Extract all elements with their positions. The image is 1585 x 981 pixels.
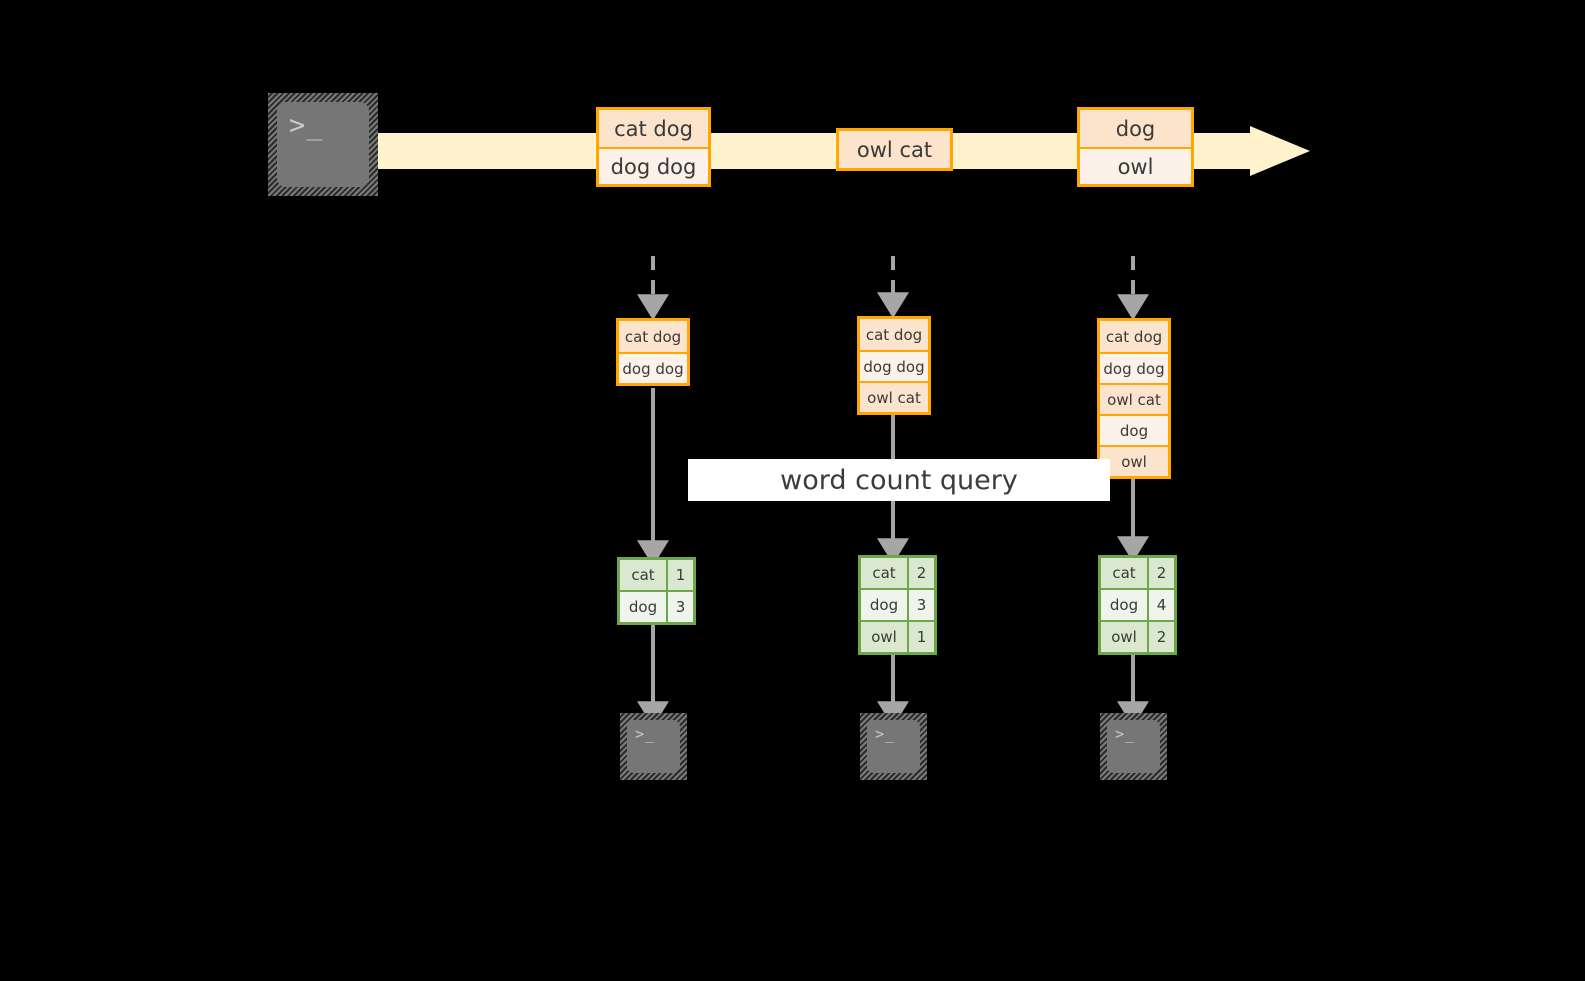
record-row: owl cat xyxy=(860,381,928,412)
stage-3-input-box: cat dog dog dog owl cat dog owl xyxy=(1097,318,1171,479)
record-row: owl cat xyxy=(839,131,950,168)
count-cell: 2 xyxy=(1147,622,1174,652)
record-row: cat dog xyxy=(599,110,708,147)
record-row: dog dog xyxy=(599,147,708,184)
count-cell: 3 xyxy=(666,592,693,622)
record-row: dog xyxy=(1100,414,1168,445)
terminal-body: >_ xyxy=(1107,720,1160,773)
stream-batch-2: owl cat xyxy=(836,128,953,171)
table-row: dog 3 xyxy=(861,588,934,620)
record-row: dog dog xyxy=(619,352,687,383)
word-cell: cat xyxy=(861,558,907,588)
stage-1-output-terminal-icon: >_ xyxy=(620,713,687,780)
record-row: dog dog xyxy=(1100,352,1168,383)
record-row: dog xyxy=(1080,110,1191,147)
count-cell: 3 xyxy=(907,590,934,620)
word-cell: cat xyxy=(1101,558,1147,588)
count-cell: 4 xyxy=(1147,590,1174,620)
word-cell: dog xyxy=(1101,590,1147,620)
query-label-text: word count query xyxy=(780,464,1018,496)
terminal-prompt-glyph: >_ xyxy=(1115,725,1136,743)
source-terminal-icon: >_ xyxy=(268,93,378,196)
record-row: owl xyxy=(1100,445,1168,476)
count-cell: 2 xyxy=(907,558,934,588)
table-row: cat 2 xyxy=(1101,558,1174,588)
stage-2-result-table: cat 2 dog 3 owl 1 xyxy=(858,555,937,655)
record-row: dog dog xyxy=(860,350,928,381)
count-cell: 1 xyxy=(666,560,693,590)
stage-1-result-table: cat 1 dog 3 xyxy=(617,557,696,625)
terminal-body: >_ xyxy=(627,720,680,773)
table-row: cat 2 xyxy=(861,558,934,588)
count-cell: 1 xyxy=(907,622,934,652)
stage-2-input-box: cat dog dog dog owl cat xyxy=(857,316,931,415)
word-cell: owl xyxy=(861,622,907,652)
record-row: owl cat xyxy=(1100,383,1168,414)
terminal-body: >_ xyxy=(277,102,369,187)
terminal-prompt-glyph: >_ xyxy=(875,725,896,743)
stage-1-input-box: cat dog dog dog xyxy=(616,318,690,386)
terminal-prompt-glyph: >_ xyxy=(635,725,656,743)
table-row: owl 1 xyxy=(861,620,934,652)
word-cell: cat xyxy=(620,560,666,590)
table-row: owl 2 xyxy=(1101,620,1174,652)
record-row: cat dog xyxy=(860,319,928,350)
word-cell: owl xyxy=(1101,622,1147,652)
query-label-band: word count query xyxy=(688,459,1110,501)
record-row: owl xyxy=(1080,147,1191,184)
table-row: dog 3 xyxy=(620,590,693,622)
table-row: cat 1 xyxy=(620,560,693,590)
terminal-prompt-glyph: >_ xyxy=(289,110,324,141)
terminal-body: >_ xyxy=(867,720,920,773)
stage-2-output-terminal-icon: >_ xyxy=(860,713,927,780)
record-row: cat dog xyxy=(619,321,687,352)
stream-batch-1: cat dog dog dog xyxy=(596,107,711,187)
count-cell: 2 xyxy=(1147,558,1174,588)
stage-3-output-terminal-icon: >_ xyxy=(1100,713,1167,780)
word-cell: dog xyxy=(861,590,907,620)
record-row: cat dog xyxy=(1100,321,1168,352)
stage-3-result-table: cat 2 dog 4 owl 2 xyxy=(1098,555,1177,655)
stream-batch-3: dog owl xyxy=(1077,107,1194,187)
table-row: dog 4 xyxy=(1101,588,1174,620)
word-cell: dog xyxy=(620,592,666,622)
